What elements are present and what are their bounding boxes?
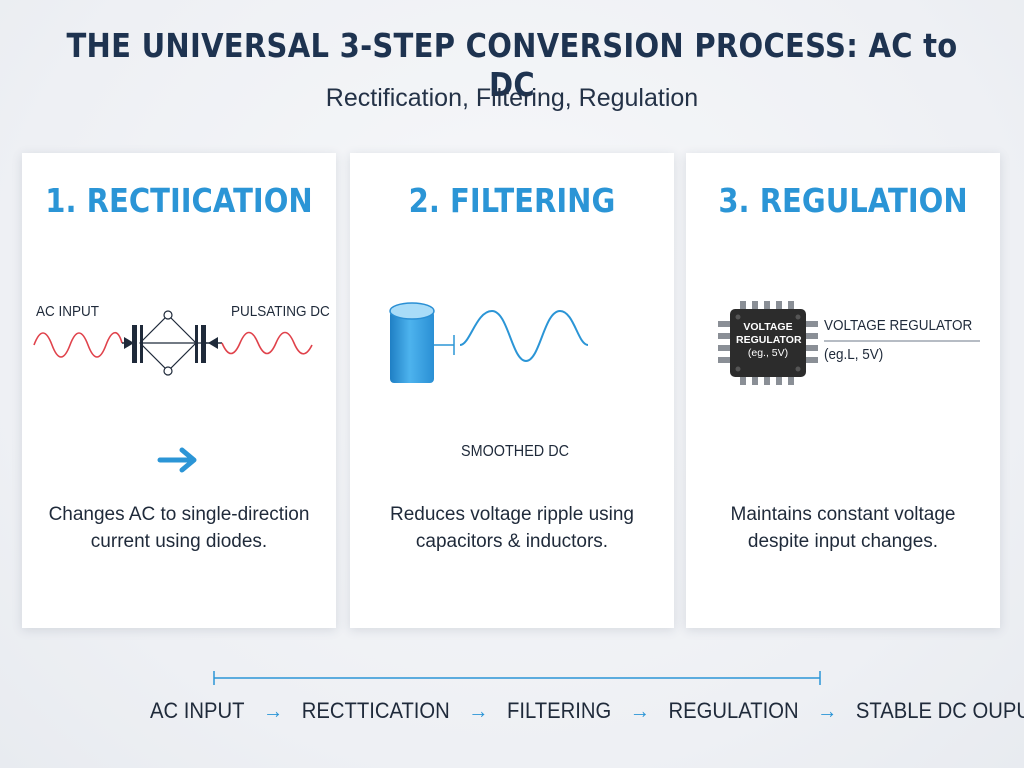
process-flow: AC INPUT → RECTTICATION → FILTERING → RE… bbox=[150, 698, 1024, 724]
label-underline bbox=[824, 340, 980, 342]
rectification-title: 1. RECTIICATION bbox=[45, 181, 313, 220]
filter-diagram bbox=[389, 302, 589, 383]
capacitor-icon bbox=[389, 302, 435, 383]
flow-arrow-icon: → bbox=[629, 698, 651, 723]
flow-arrow-icon: → bbox=[817, 698, 838, 723]
regulation-description: Maintains constant voltage despite input… bbox=[730, 504, 956, 552]
smoothed-dc-label: SMOOTHED DC bbox=[461, 443, 569, 460]
filtering-description: Reduces voltage ripple using capacitors … bbox=[390, 504, 634, 552]
regulation-card: 3. REGULATION VOLTAGE REGULATO bbox=[686, 153, 1000, 628]
regulator-example-label: (eg.L, 5V) bbox=[824, 346, 884, 363]
flow-arrow-icon: → bbox=[262, 698, 284, 723]
flow-step-filtering: FILTERING bbox=[507, 698, 612, 723]
regulation-title: 3. REGULATION bbox=[718, 181, 968, 220]
ac-input-label: AC INPUT bbox=[36, 303, 100, 320]
flow-bracket-line bbox=[213, 671, 821, 685]
filtering-title: 2. FILTERING bbox=[408, 181, 616, 220]
rectification-card: 1. RECTIICATION AC INPUT PULSATING DC Ch… bbox=[22, 153, 336, 628]
page-subtitle: Rectification, Filtering, Regulation bbox=[325, 84, 699, 112]
pulsating-dc-wave bbox=[221, 331, 313, 355]
flow-step-ac-input: AC INPUT bbox=[150, 698, 245, 723]
voltage-regulator-chip-icon: VOLTAGE REGULATOR (eg., 5V) bbox=[714, 301, 826, 385]
rectifier-diagram bbox=[33, 310, 313, 376]
arrow-right-icon bbox=[157, 447, 197, 473]
page-title: THE UNIVERSAL 3-STEP CONVERSION PROCESS:… bbox=[66, 26, 958, 104]
diode-left-icon bbox=[124, 337, 134, 349]
flow-arrow-icon: → bbox=[468, 698, 489, 723]
rectification-description: Changes AC to single-direction current u… bbox=[48, 504, 310, 552]
ac-input-wave bbox=[33, 331, 123, 358]
flow-step-stable-dc-output: STABLE DC OUPUT bbox=[855, 698, 1024, 723]
flow-step-regulation: REGULATION bbox=[668, 698, 799, 723]
filtering-card: 2. FILTERING SMOOTHED DC Reduces voltage… bbox=[350, 153, 674, 628]
pulsating-dc-label: PULSATING DC bbox=[231, 303, 330, 320]
flow-step-rectification: RECTTICATION bbox=[301, 698, 450, 723]
smoothed-wave bbox=[459, 309, 589, 363]
voltage-regulator-label: VOLTAGE REGULATOR bbox=[824, 317, 973, 334]
